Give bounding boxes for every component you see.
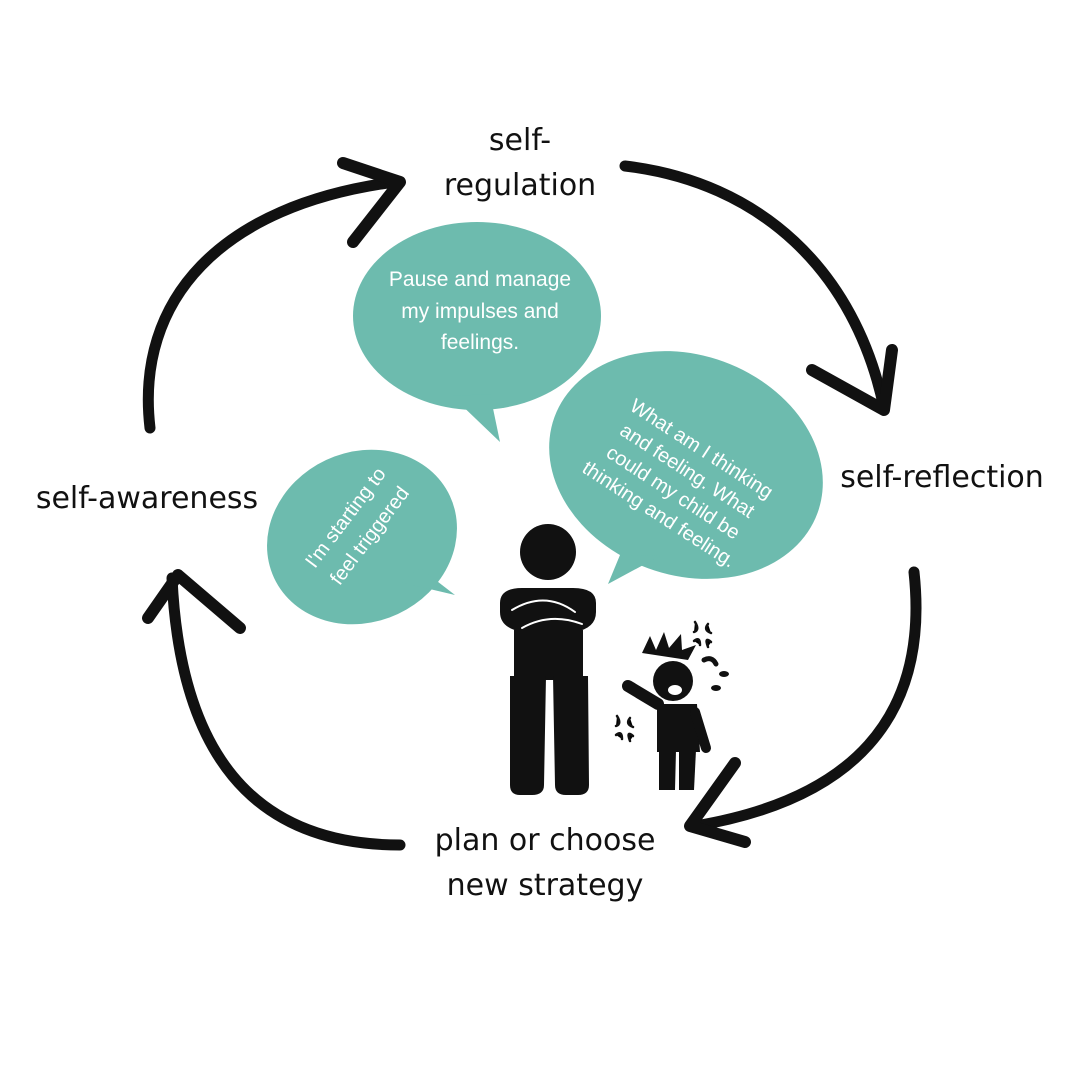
cycle-arrow-icon [142,157,406,434]
arm-line [521,617,583,629]
crying-child-icon [622,632,729,790]
cycle-arrow-icon [142,569,406,851]
stage-label-self-regulation: self- regulation [443,123,597,203]
cycle-arrow-icon [619,160,898,416]
adult-arms-crossed-icon [500,524,596,795]
speech-bubble-icon [353,222,601,442]
stage-label-self-reflection: self-reflection [840,460,1044,495]
anger-mark-icon [692,620,713,649]
speech-bubble-icon [549,351,823,584]
arm-line [511,599,576,613]
anger-mark-icon [614,714,635,743]
speech-bubble-icon [267,449,457,625]
cycle-arrow-icon [684,566,922,848]
bubble-text-pause: Pause and manage my impulses and feeling… [388,268,572,354]
stage-label-plan-new-strategy: plan or choose new strategy [434,823,656,903]
stage-label-self-awareness: self-awareness [35,481,259,516]
